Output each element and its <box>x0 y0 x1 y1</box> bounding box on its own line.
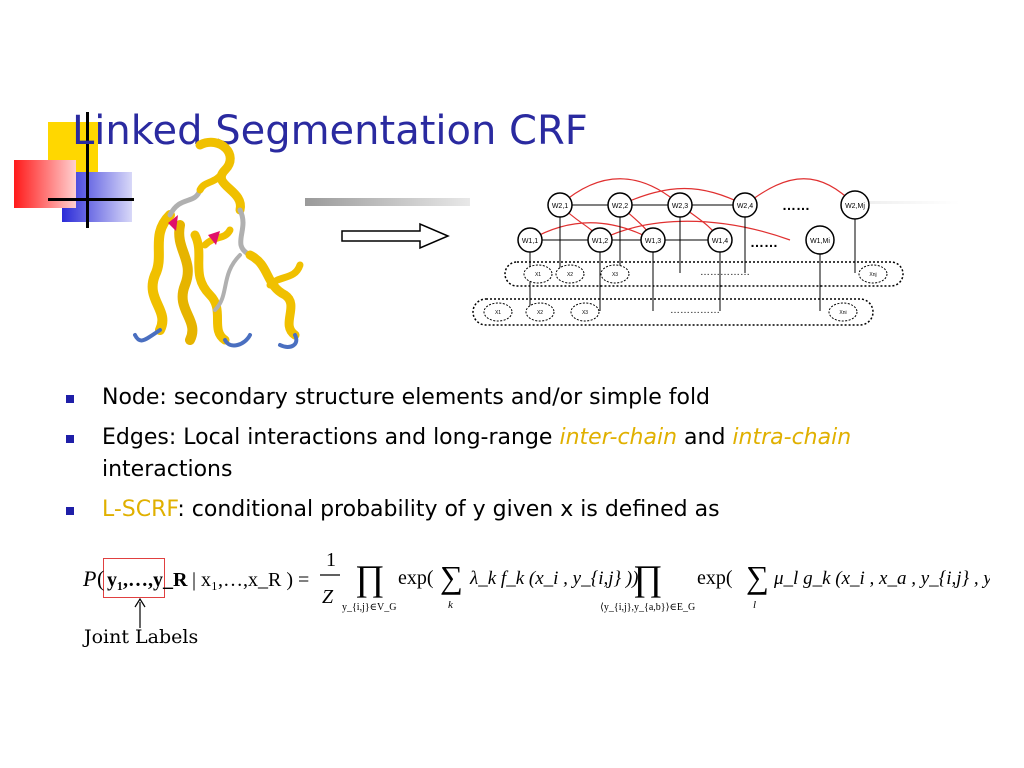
formula-prod2-sub: ⟨y_{i,j},y_{a,b}⟩∈E_G <box>600 602 695 613</box>
node-bottom-4: W1,4 <box>712 238 728 245</box>
crf-diagram: X1 X2 X3 Xnj X1 X2 X3 Xni …………… …………… ……… <box>472 178 904 326</box>
bullet-text: interactions <box>102 457 233 482</box>
joint-labels-box <box>103 558 165 598</box>
obs-row1-3: X3 <box>582 310 588 316</box>
bullet-marker-icon <box>66 435 74 443</box>
obs-row1-1: X1 <box>495 310 501 316</box>
node-top-m: W2,Mj <box>845 203 865 210</box>
dots-row2: …………… <box>700 267 750 278</box>
obs-row1-n: Xni <box>839 310 846 316</box>
deco-vertical-line <box>86 112 89 228</box>
formula-frac-num: 1 <box>326 549 336 571</box>
node-top-3: W2,3 <box>672 203 688 210</box>
node-top-1: W2,1 <box>552 203 568 210</box>
bullet-text: L-SCRF <box>102 497 178 522</box>
dots-row1: …………… <box>670 305 720 316</box>
formula-term2: μ_l g_k (x_i , x_a , y_{i,j} , y_{a,b} )… <box>773 568 990 589</box>
node-bottom-1: W1,1 <box>522 238 538 245</box>
obs-row1-2: X2 <box>537 310 543 316</box>
deco-horizontal-line <box>48 198 134 201</box>
node-bottom-3: W1,3 <box>645 238 661 245</box>
joint-labels-caption: Joint Labels <box>84 626 199 648</box>
bullet-text: : conditional probability of y given x i… <box>177 497 720 522</box>
protein-structure-image <box>133 137 304 349</box>
node-bottom-2: W1,2 <box>592 238 608 245</box>
bullet-text: Edges: Local interactions and long-range <box>102 425 560 450</box>
bullet-text: and <box>677 425 733 450</box>
bullet-list: Node: secondary structure elements and/o… <box>66 382 916 534</box>
formula-term1: λ_k f_k (x_i , y_{i,j} )) <box>469 568 639 589</box>
bullet-text: Node: secondary structure elements and/o… <box>102 385 711 410</box>
node-top-4: W2,4 <box>737 203 753 210</box>
obs-row2-1: X1 <box>535 272 541 278</box>
node-top-2: W2,2 <box>612 203 628 210</box>
formula-sum2-sub: l <box>753 599 756 611</box>
title-rule-right <box>860 201 960 204</box>
formula-exp1: exp( <box>398 567 434 589</box>
formula-joint-vars: y₁,…,y_R <box>107 569 188 591</box>
ellipsis-bottom: …… <box>750 234 778 250</box>
ellipsis-top: …… <box>782 197 810 213</box>
bullet-marker-icon <box>66 507 74 515</box>
product-symbol-2: ∏ <box>633 558 663 598</box>
product-symbol-1: ∏ <box>355 558 385 598</box>
formula: P ( y₁,…,y_R | x₁,…,x_R ) = 1 Z ∏ y_{i,j… <box>82 549 990 613</box>
bullet-marker-icon <box>66 395 74 403</box>
obs-row2-2: X2 <box>567 272 573 278</box>
arrow-up-icon <box>134 598 146 628</box>
slide-title: Linked Segmentation CRF <box>72 108 588 154</box>
sum-symbol-1: ∑ <box>440 559 463 595</box>
bullet-item: Node: secondary structure elements and/o… <box>66 382 916 414</box>
bullet-item: Edges: Local interactions and long-range… <box>66 422 916 486</box>
bullet-text: intra-chain <box>732 425 852 450</box>
title-rule <box>305 198 470 206</box>
obs-row2-3: X3 <box>612 272 618 278</box>
node-bottom-m: W1,Mi <box>810 238 830 245</box>
arrow-right-icon <box>341 222 450 250</box>
formula-sum1-sub: k <box>448 599 454 611</box>
formula-prod1-sub: y_{i,j}∈V_G <box>342 602 397 613</box>
formula-exp2: exp( <box>697 567 733 589</box>
sum-symbol-2: ∑ <box>746 559 769 595</box>
formula-open-paren: ( <box>97 566 104 591</box>
formula-P: P <box>82 566 96 591</box>
obs-row2-n: Xnj <box>869 272 876 278</box>
bullet-text: inter-chain <box>559 425 678 450</box>
formula-given: | x₁,…,x_R ) = <box>192 569 309 591</box>
formula-frac-den: Z <box>322 586 334 608</box>
bullet-item: L-SCRF: conditional probability of y giv… <box>66 494 916 526</box>
